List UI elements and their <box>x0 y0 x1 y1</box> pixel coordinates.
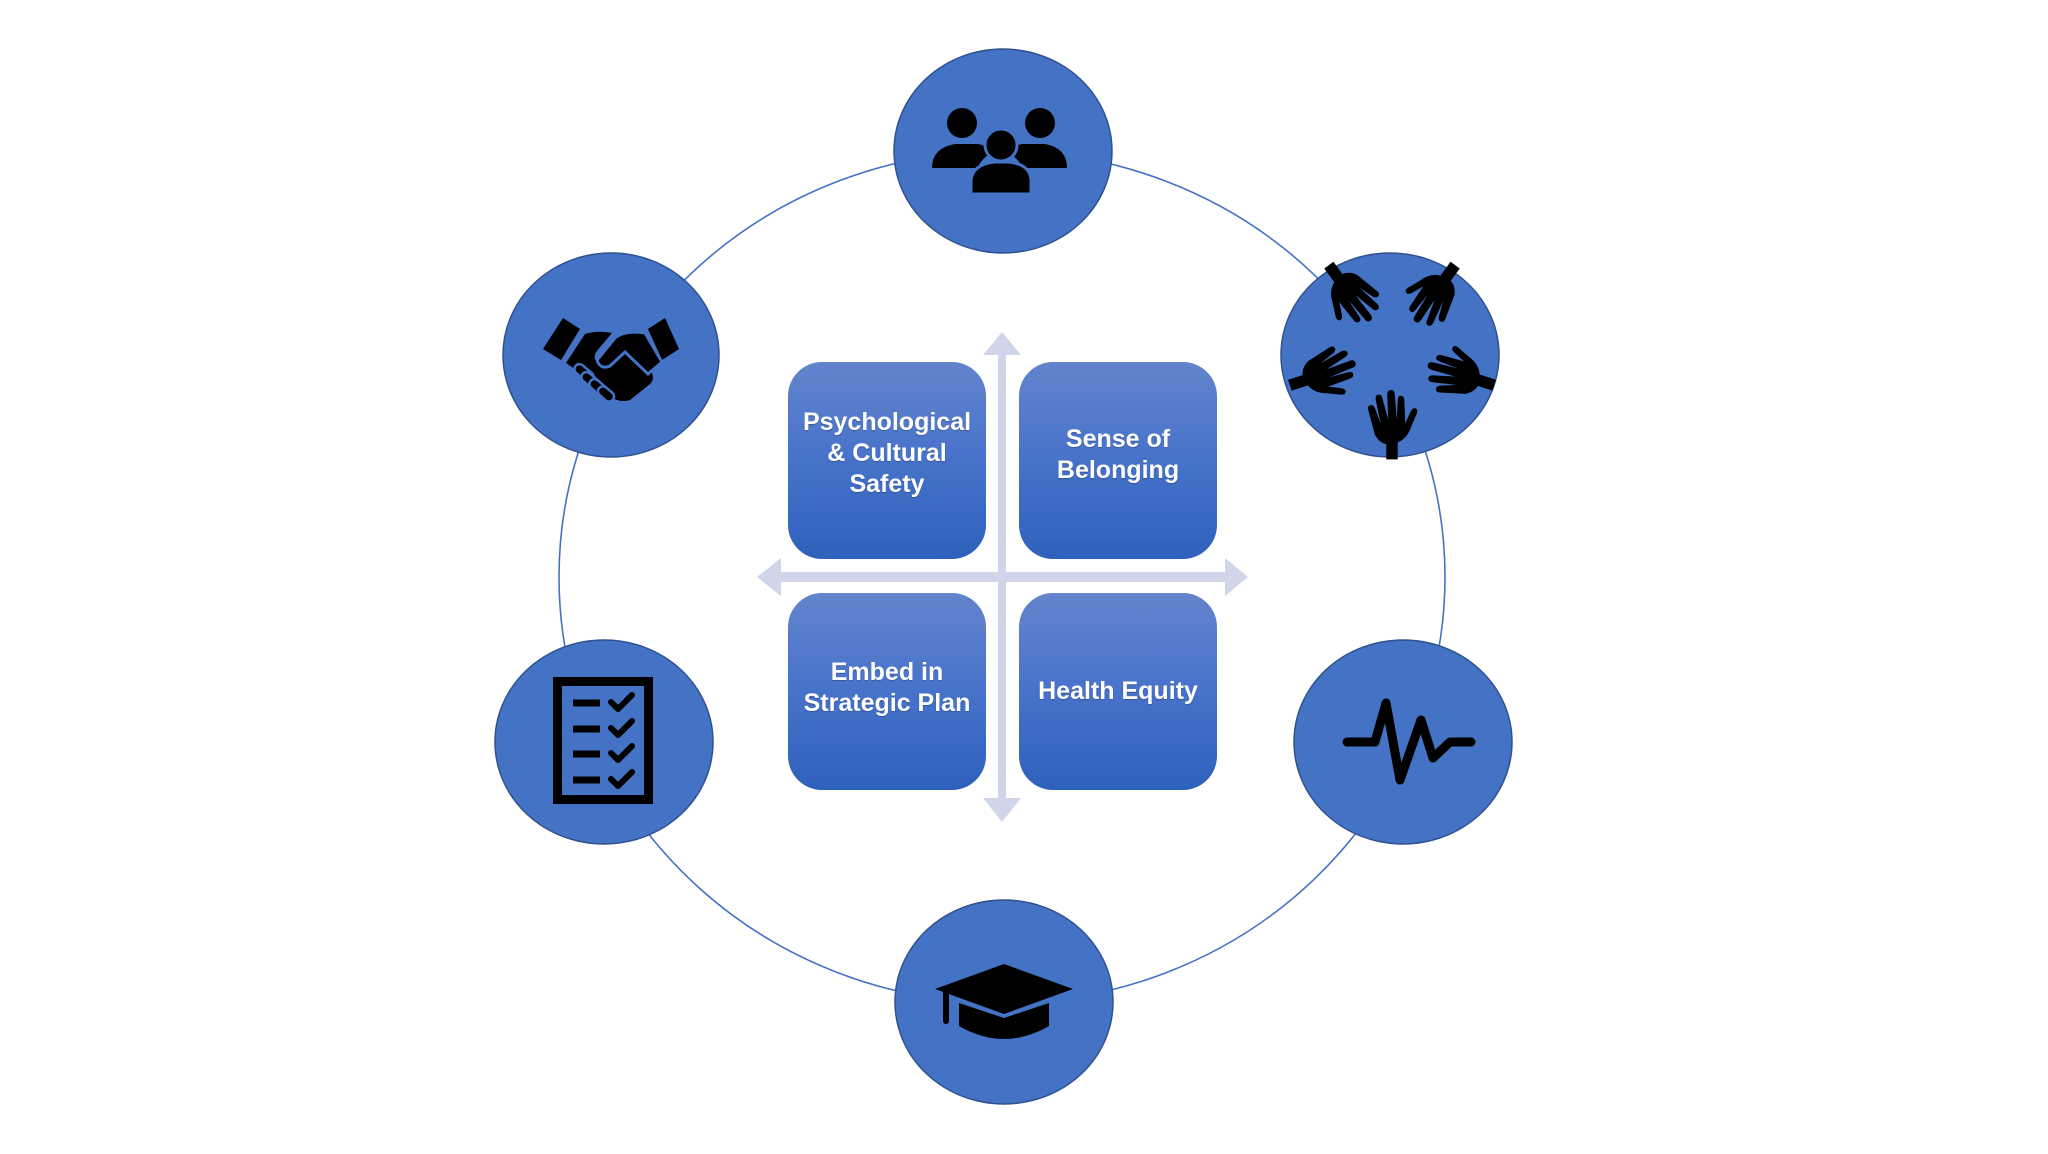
hand-icon <box>1405 261 1460 326</box>
horizontal-axis-arrow <box>757 558 1248 596</box>
node-circle <box>494 639 714 845</box>
checklist-dash <box>573 725 600 733</box>
ring-node-bottom-right[interactable] <box>1293 639 1513 845</box>
graduation-cap-icon <box>935 964 1073 1039</box>
checkmark-icon <box>608 743 635 763</box>
handshake-icon <box>543 318 679 403</box>
quadrant-health-equity[interactable]: Health Equity <box>1019 593 1217 790</box>
ring-node-bottom[interactable] <box>894 899 1114 1105</box>
people-group-icon <box>932 108 1067 196</box>
quadrant-sense-of-belonging[interactable]: Sense of Belonging <box>1019 362 1217 559</box>
checkmark-icon <box>608 718 635 738</box>
checklist-dash <box>573 750 600 758</box>
quadrant-label: Health Equity <box>1038 677 1198 705</box>
ring-node-top-right[interactable] <box>1280 250 1502 460</box>
heartbeat-icon <box>1342 698 1476 785</box>
hands-circle-icon <box>1288 261 1496 460</box>
hand-icon <box>1288 346 1356 395</box>
ring-node-bottom-left[interactable] <box>494 639 714 845</box>
checklist-dash <box>573 776 600 784</box>
checklist-dash <box>573 699 600 707</box>
ring-node-top-left[interactable] <box>502 252 720 458</box>
hand-icon <box>1324 261 1380 323</box>
checkmark-icon <box>608 692 635 712</box>
axis-cross <box>757 332 1248 822</box>
quadrant-label: Psychological & Cultural Safety <box>802 408 972 498</box>
hand-icon <box>1427 345 1496 394</box>
quadrant-label: Sense of Belonging <box>1056 424 1180 484</box>
quadrant-label: Embed in Strategic Plan <box>803 657 971 717</box>
hand-icon <box>1368 390 1418 460</box>
checklist-icon <box>553 677 653 804</box>
quadrant-embed-in-strategic-plan[interactable]: Embed in Strategic Plan <box>788 593 986 790</box>
ring-node-top[interactable] <box>893 48 1113 254</box>
checkmark-icon <box>608 769 635 789</box>
node-circle <box>1293 639 1513 845</box>
quadrant-psychological-cultural-safety[interactable]: Psychological & Cultural Safety <box>788 362 986 559</box>
